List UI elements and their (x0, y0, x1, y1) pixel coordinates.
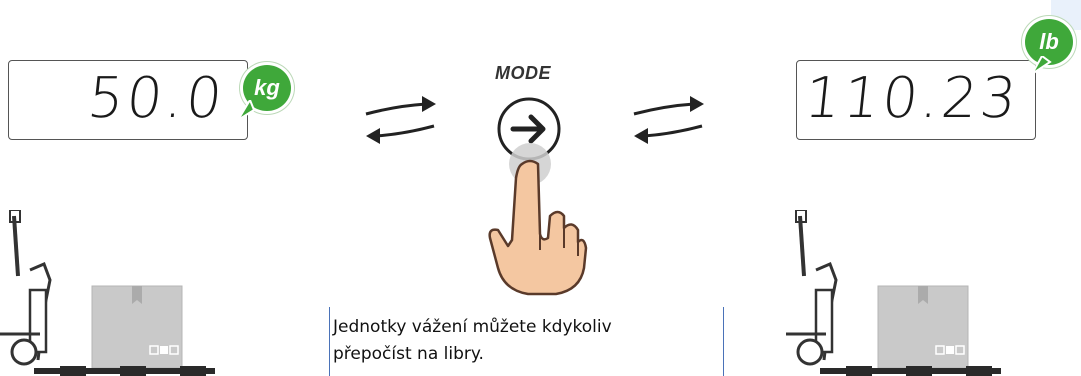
caption-line-1: Jednotky vážení můžete kdykoliv (333, 317, 612, 337)
swap-arrows-icon (365, 96, 436, 144)
caption-left-rule (329, 307, 330, 376)
arrow-right-icon (497, 97, 561, 161)
left-scale-display: 50.0 (8, 60, 248, 140)
lb-badge-tail (1031, 56, 1052, 75)
mode-label: MODE (495, 63, 551, 83)
lb-unit-badge: lb (1022, 16, 1076, 68)
caption-right-rule (723, 307, 724, 376)
caption-line-2: přepočíst na libry. (333, 344, 484, 364)
swap-arrows-icon (633, 96, 704, 144)
kg-badge-tail (237, 100, 256, 121)
pointing-hand-icon (488, 143, 588, 296)
right-display-value: 110.23 (801, 66, 1023, 131)
pallet-truck-icon (786, 210, 1001, 376)
right-scale-display: 110.23 (796, 60, 1036, 140)
mode-button[interactable] (489, 95, 571, 163)
pallet-truck-icon (0, 210, 215, 376)
left-display-value: 50.0 (84, 66, 229, 131)
